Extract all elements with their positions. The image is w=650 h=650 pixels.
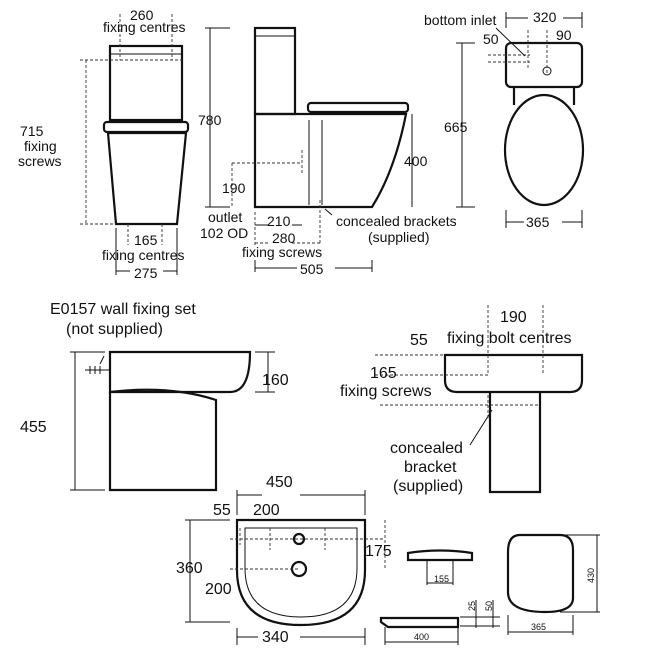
waste-hole: [290, 560, 308, 578]
wc-top-view: bottom inlet 320 50 90 665 365: [424, 9, 585, 230]
cistern-front: [108, 44, 184, 122]
dim-715: 715: [20, 123, 44, 139]
dim-365: 365: [531, 622, 546, 632]
basin-side: [108, 350, 252, 394]
dim-200-top: 200: [253, 502, 280, 519]
label-supplied: (supplied): [368, 229, 429, 245]
dim-50: 50: [484, 601, 494, 611]
dim-340: 340: [262, 629, 289, 646]
label-fixing-bolt-centres: fixing bolt centres: [447, 330, 572, 347]
label-fixing-centres-bottom: fixing centres: [102, 247, 184, 263]
dim-175: 175: [365, 543, 392, 560]
label-concealed: concealed: [390, 440, 463, 457]
label-concealed-brackets: concealed brackets: [336, 213, 457, 229]
dim-25: 25: [467, 601, 477, 611]
seat-front: [102, 120, 190, 134]
label-outlet: outlet: [208, 209, 242, 225]
pan-front: [106, 131, 188, 226]
label-not-supplied: (not supplied): [66, 321, 163, 338]
dim-275: 275: [134, 265, 158, 281]
label-wall-fixing-set: E0157 wall fixing set: [50, 301, 196, 318]
dim-155: 155: [434, 574, 449, 584]
dim-165: 165: [370, 365, 397, 382]
dim-320: 320: [533, 9, 557, 25]
dim-55: 55: [410, 332, 428, 349]
pedestal-front: [488, 392, 542, 494]
dim-165: 165: [134, 232, 158, 248]
dim-280: 280: [272, 230, 296, 246]
seat-top-view: [506, 533, 575, 614]
dim-780: 780: [198, 112, 222, 128]
dim-455: 455: [20, 419, 47, 436]
dim-190: 190: [222, 180, 246, 196]
dim-665: 665: [444, 119, 468, 135]
wc-front-view: 260 fixing centres 715 fixing screws 165…: [18, 7, 190, 281]
dim-190: 190: [500, 309, 527, 326]
dim-210: 210: [267, 213, 291, 229]
dim-450: 450: [266, 474, 293, 491]
dim-50: 50: [483, 31, 499, 47]
dim-90: 90: [556, 27, 572, 43]
dim-505: 505: [300, 261, 324, 277]
label-supplied: (supplied): [393, 478, 463, 495]
basin-front-view: 190 fixing bolt centres 55 165 fixing sc…: [340, 305, 584, 495]
dim-160: 160: [262, 372, 289, 389]
pedestal-side: [108, 388, 218, 492]
seat-side-profile: [379, 616, 460, 629]
label-fixing: fixing: [24, 138, 57, 154]
label-fixing-screws: fixing screws: [340, 383, 432, 400]
dim-365: 365: [526, 214, 550, 230]
label-screws: screws: [18, 153, 62, 169]
pan-side: [253, 112, 408, 209]
dim-430: 430: [586, 568, 596, 583]
dim-55: 55: [213, 502, 231, 519]
label-fixing-screws: fixing screws: [242, 244, 322, 260]
label-bracket: bracket: [404, 459, 457, 476]
dim-400: 400: [404, 153, 428, 169]
seat-side: [306, 101, 410, 114]
label-bottom-inlet: bottom inlet: [424, 12, 496, 28]
seat-top: [503, 93, 585, 207]
label-102-od: 102 OD: [200, 225, 248, 241]
cistern-top: [504, 41, 584, 89]
dim-200-side: 200: [205, 581, 232, 598]
dim-360: 360: [176, 560, 203, 577]
seat-views: 155 400 25 50 430 365: [379, 533, 600, 645]
dim-400: 400: [414, 632, 429, 642]
tap-hole: [292, 532, 306, 546]
wc-side-view: 780 190 outlet 102 OD 210 280 fixing scr…: [198, 26, 457, 277]
basin-top: [235, 518, 367, 627]
basin-side-view: E0157 wall fixing set (not supplied) 160…: [20, 301, 289, 492]
wall-fixing-bolt: [85, 366, 110, 374]
label-fixing-centres-top: fixing centres: [103, 19, 185, 35]
seat-side-small: [406, 549, 474, 562]
cistern-side: [253, 26, 297, 116]
basin-top-view: 450 55 200 175 360 200 340: [176, 474, 392, 646]
bracket-leader: [324, 208, 333, 216]
dim-260: 260: [130, 7, 154, 23]
basin-front: [443, 353, 584, 394]
